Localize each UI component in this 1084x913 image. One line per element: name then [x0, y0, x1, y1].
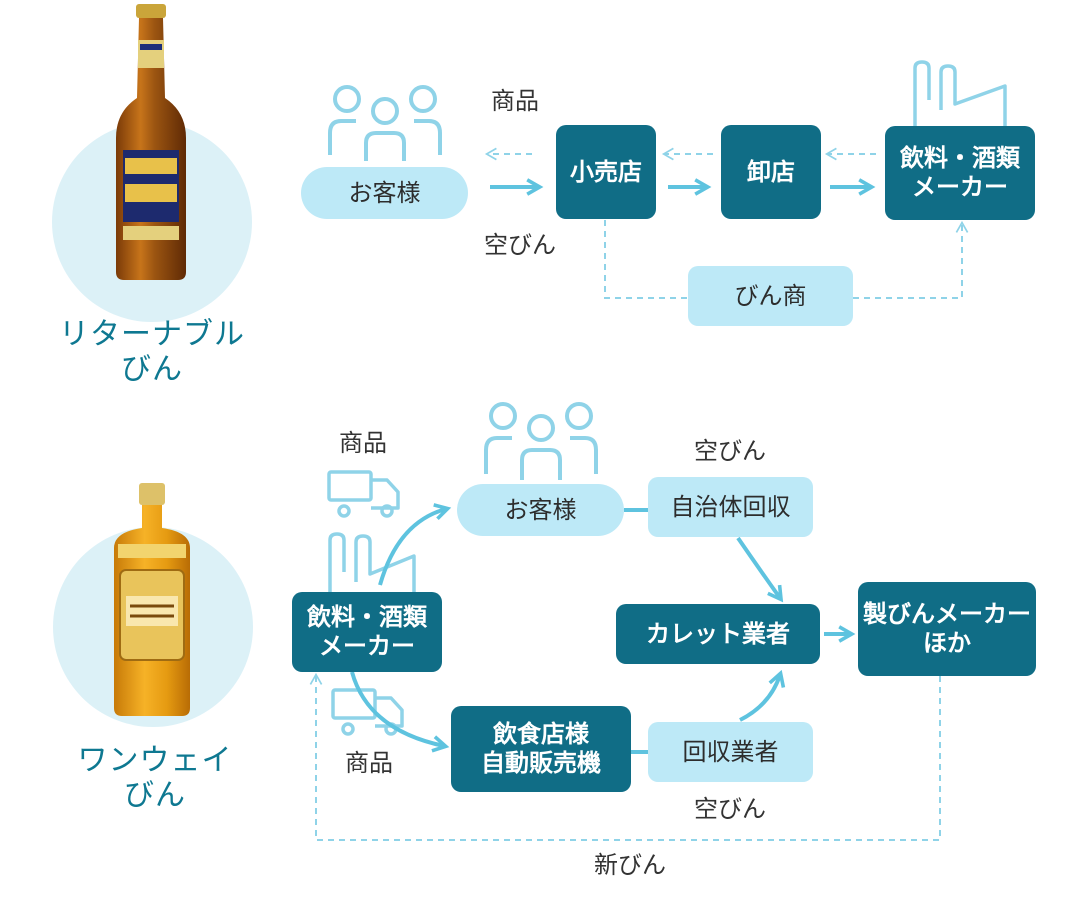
- oneway-maker-line1: 飲料・酒類: [307, 603, 427, 632]
- returnable-goods-label: 商品: [491, 87, 539, 115]
- restaurant-line1: 飲食店様: [493, 720, 589, 749]
- retailer-node: 小売店: [556, 125, 656, 219]
- returnable-title-line2: びん: [121, 351, 183, 387]
- bottle-maker-line2: ほか: [923, 629, 971, 657]
- oneway-empty-bottom-label: 空びん: [694, 795, 766, 823]
- oneway-goods-top-label: 商品: [339, 429, 387, 457]
- returnable-customers-icon: [328, 85, 442, 161]
- oneway-title-line2: びん: [124, 777, 186, 813]
- wholesaler-node: 卸店: [721, 125, 821, 219]
- suntory-whisky-bottle: [114, 483, 190, 716]
- returnable-customer-node: お客様: [301, 167, 468, 219]
- bottle-maker-line1: 製びんメーカー: [863, 600, 1031, 629]
- truck-icon-top: [327, 470, 400, 518]
- premium-malts-bottle: [116, 4, 186, 280]
- oneway-goods-bottom-label: 商品: [345, 749, 393, 777]
- returnable-empty-label: 空びん: [484, 231, 556, 259]
- returnable-title-line1: リターナブル: [59, 317, 245, 352]
- line-retailer-to-dealer: [604, 220, 688, 299]
- municipal-collection-node: 自治体回収: [648, 477, 813, 537]
- bottle-maker-node: 製びんメーカー ほか: [858, 582, 1036, 676]
- arrow-maker-to-customer: [378, 503, 452, 586]
- new-bottle-label: 新びん: [594, 851, 666, 879]
- restaurant-line2: 自動販売機: [481, 749, 601, 777]
- bottle-dealer-node: びん商: [688, 266, 853, 326]
- arrow-dealer-to-maker: [853, 220, 969, 299]
- oneway-maker-node: 飲料・酒類 メーカー: [292, 592, 442, 672]
- oneway-title-line1: ワンウェイ: [77, 743, 233, 778]
- arrow-new-bottle-to-maker: [309, 672, 941, 841]
- oneway-customer-node: お客様: [457, 484, 624, 536]
- oneway-factory-icon: [328, 532, 416, 592]
- arrow-maker-to-restaurant: [350, 671, 450, 753]
- collector-node: 回収業者: [648, 722, 813, 782]
- returnable-maker-line2: メーカー: [912, 173, 1008, 201]
- arrow-collector-to-cullet: [739, 669, 786, 722]
- arrow-municipal-to-cullet: [736, 536, 784, 603]
- oneway-empty-top-label: 空びん: [694, 437, 766, 465]
- restaurant-vending-node: 飲食店様 自動販売機: [451, 706, 631, 792]
- oneway-customers-icon: [484, 402, 598, 480]
- returnable-factory-icon: [913, 60, 1007, 126]
- returnable-maker-node: 飲料・酒類 メーカー: [885, 126, 1035, 220]
- cullet-node: カレット業者: [616, 604, 820, 664]
- oneway-bottle-title: ワンウェイ びん: [55, 743, 255, 813]
- oneway-maker-line2: メーカー: [319, 632, 415, 660]
- returnable-maker-line1: 飲料・酒類: [900, 144, 1020, 173]
- returnable-bottle-title: リターナブル びん: [52, 317, 252, 387]
